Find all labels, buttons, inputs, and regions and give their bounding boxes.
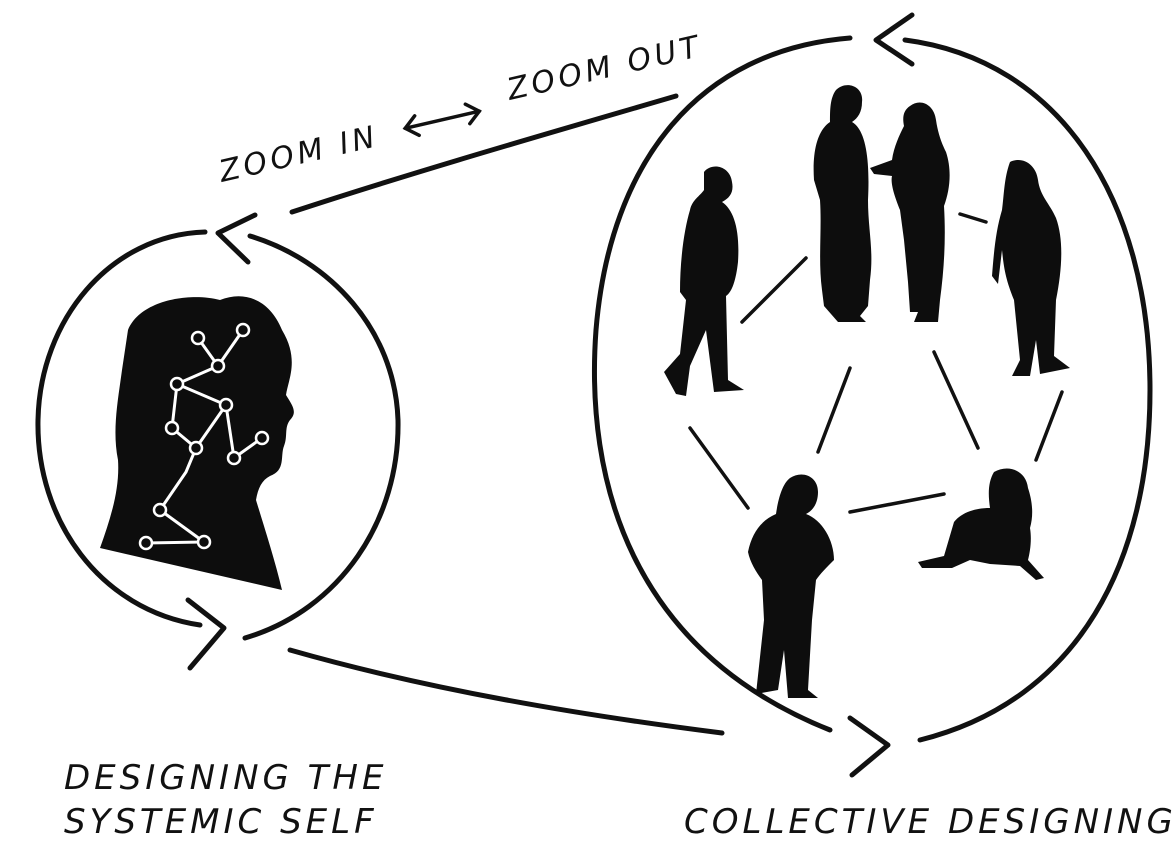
left-caption-line2: SYSTEMIC SELF (64, 802, 378, 842)
self-circle-arc-right (242, 233, 401, 641)
person-hands-on-hips (748, 474, 834, 698)
person-sitting (918, 468, 1044, 580)
connector-bottom (287, 647, 725, 736)
self-arrowhead-top (215, 212, 258, 265)
person-talking (870, 102, 950, 322)
zoom-in-label: ZOOM IN (215, 119, 382, 190)
person-standing-man (813, 85, 872, 322)
collective-arrowhead-bottom (847, 715, 891, 778)
collective-arrowhead-top (873, 12, 915, 67)
relation-lines (688, 212, 1064, 514)
self-cycle (35, 212, 401, 671)
collective-circle-arc-left (591, 35, 853, 733)
self-arrowhead-bottom (185, 597, 227, 671)
self-circle-arc (35, 229, 208, 628)
left-caption-line1: DESIGNING THE (64, 758, 388, 798)
person-walking (664, 166, 744, 396)
collective-cycle (591, 12, 1153, 778)
connector-top (289, 93, 679, 215)
network-graph (138, 322, 270, 551)
right-caption: COLLECTIVE DESIGNING (684, 802, 1176, 842)
double-arrow-icon (402, 102, 482, 138)
collective-circle-arc-right (902, 37, 1153, 743)
person-right-standing (992, 160, 1070, 376)
